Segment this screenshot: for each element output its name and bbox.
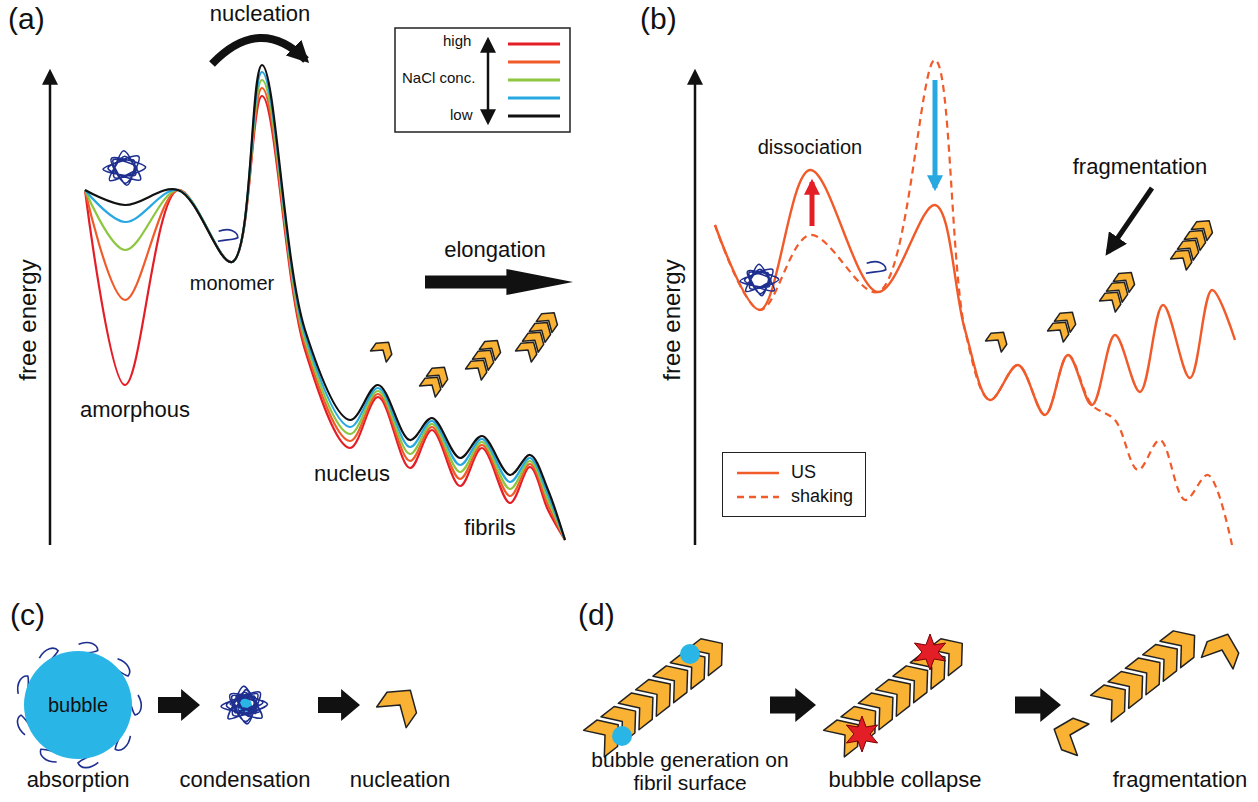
legend-text: US [791,462,816,483]
process-arrow [770,688,816,722]
legend-color-line [508,43,560,46]
energy-curve [85,72,565,540]
concentration-arrow [487,40,490,122]
energy-curve [85,80,565,540]
fibril-icon [466,335,506,380]
state-label: monomer [190,272,274,294]
fibril-icon [1048,307,1081,342]
fibril-unit [377,680,425,728]
fragmentation-arrow [1108,188,1152,252]
legend-entry: US [735,462,853,483]
step-label: condensation [180,768,311,792]
fibril-unit [1048,713,1088,755]
fibril-icon [1048,713,1088,755]
energy-curve [85,65,565,540]
step-label: bubble collapse [829,768,982,792]
bubble-collapse-star [914,634,945,670]
fibril-unit [1113,267,1139,292]
legend-line-sample [735,466,781,480]
legend-color-line [508,61,560,64]
amorphous-icon [740,264,779,295]
state-label: amorphous [80,398,190,422]
legend-entry: shaking [735,486,853,507]
surface-bubble [680,644,700,664]
fibril-unit [1160,622,1205,667]
legend-color-line [508,79,560,82]
process-arrow [318,689,360,721]
bubble-circle: bubble [23,650,133,760]
energy-curve [85,88,565,540]
fibril-icon [1201,628,1243,668]
fibril-unit [1191,215,1217,240]
fibril-icon [986,327,1012,352]
panel-label: (c) [10,598,45,631]
axis-label: free energy [659,259,685,380]
state-label: fibrils [464,516,515,540]
y-axis [49,72,52,545]
step-label: absorption [27,768,130,792]
surface-bubble [612,726,632,746]
legend-text: shaking [791,486,853,507]
step-label: fragmentation [1113,768,1248,792]
fibril-icon [1171,215,1217,270]
process-label: nucleation [210,2,310,26]
fibril-icon [1100,267,1140,312]
axis-label: free energy [15,259,41,380]
process-label: elongation [444,238,546,262]
monomer-icon [217,228,239,245]
legend-scale-label: low [450,107,473,124]
fibril-unit [426,362,452,387]
elongation-arrow [425,269,573,295]
fibril-unit [1201,628,1243,668]
amorphous-icon [221,686,267,724]
fibril-icon [584,630,733,757]
process-label: dissociation [758,136,863,158]
fibril-icon [516,307,562,362]
monomer-icon [865,260,887,277]
panel-label: (d) [578,598,615,631]
fibril-unit [536,307,562,332]
nucleation-arrow [212,38,306,64]
node-text: bubble [48,694,108,717]
fibril-unit [479,335,505,360]
fibril-unit [986,327,1012,352]
legend-line-sample [735,490,781,504]
energy-curve [85,96,565,540]
energy-curve-us [715,170,1235,415]
legend-color-line [508,97,560,100]
fibril-icon [824,630,973,757]
legend-title: NaCl conc. [402,70,475,87]
fibril-icon [371,337,397,362]
barrier-up-arrow [810,182,815,226]
legend: US shaking [722,452,866,517]
legend-scale-label: high [443,33,471,50]
bubble-collapse-star [846,716,877,752]
fibril-unit [371,337,397,362]
state-label: nucleus [314,462,390,486]
amorphous-icon [103,151,146,186]
fibril-icon [1091,622,1205,722]
panel-label: (a) [8,2,45,35]
legend-color-line [508,115,560,118]
fibril-unit [1054,307,1080,332]
step-label: bubble generation on fibril surface [580,748,800,794]
y-axis [694,72,697,545]
panel-label: (b) [640,2,677,35]
process-arrow [1015,688,1061,722]
amorphous-icon [230,690,263,717]
step-label: nucleation [350,768,450,792]
barrier-down-arrow [933,80,938,188]
legend-box [395,28,570,132]
process-label: fragmentation [1073,155,1208,179]
energy-curve-shaking [715,60,1232,545]
process-arrow [158,689,200,721]
fibril-icon [420,362,453,397]
fibril-icon [377,680,425,728]
